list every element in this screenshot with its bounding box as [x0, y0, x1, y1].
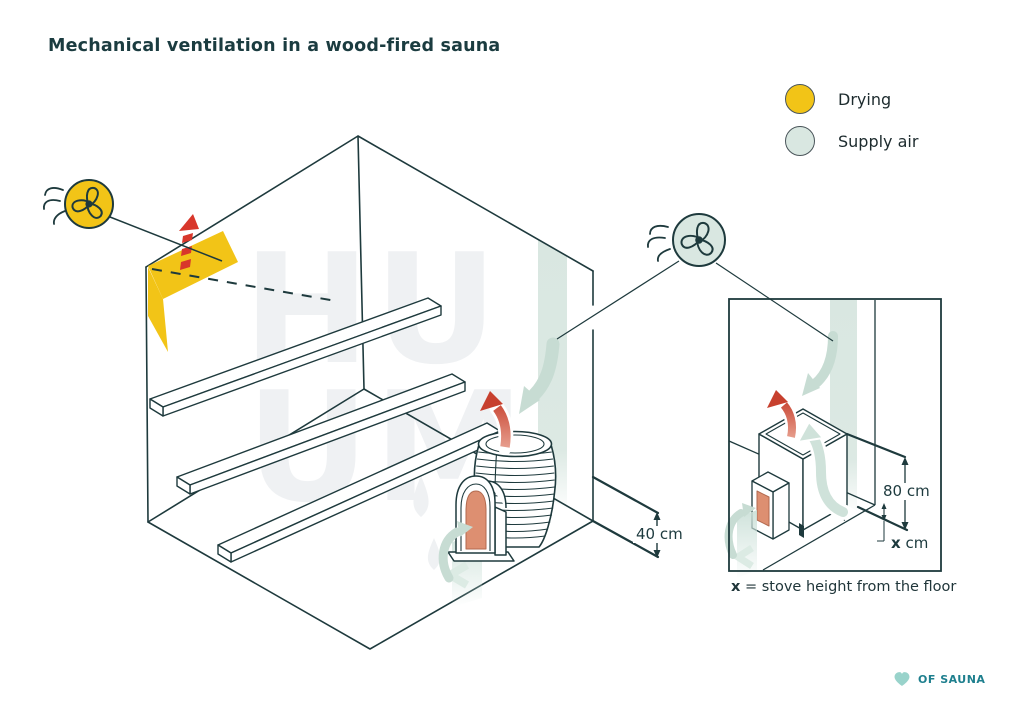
- supply-air-arrow-main: [519, 337, 560, 414]
- inset-detail: [724, 298, 942, 578]
- x-symbol: x: [891, 534, 901, 552]
- caption-text: = stove height from the floor: [740, 579, 957, 595]
- benches: [149, 297, 501, 563]
- bench-bottom: [217, 422, 501, 563]
- supply-band-inset: [737, 510, 757, 578]
- brand-logo: OF SAUNA: [893, 671, 985, 687]
- combustion-air-arrow-main: [438, 521, 473, 583]
- supply-fan-icon: [556, 213, 834, 342]
- inset-caption: x = stove height from the floor: [731, 579, 956, 595]
- drying-fan-icon: [43, 179, 223, 262]
- supply-air-swatch: [785, 126, 815, 156]
- legend-item-supply-air: Supply air: [785, 126, 918, 156]
- supply-chevron-inset: [731, 545, 754, 569]
- supply-air-arrow-inset: [802, 331, 838, 396]
- heart-icon: [894, 672, 910, 686]
- measurement-40cm-label: 40 cm: [633, 526, 686, 543]
- inset-frame: [728, 298, 942, 572]
- drying-vent: [148, 214, 337, 352]
- heat-arrow-main: [480, 391, 514, 455]
- watermark-drop-icon: [413, 476, 441, 570]
- wind-lines: [43, 187, 66, 225]
- x-symbol: x: [731, 579, 741, 595]
- legend-label: Supply air: [838, 131, 919, 151]
- bench-top: [149, 297, 442, 417]
- drying-air-arrow: [179, 214, 199, 270]
- measurement-80cm-label: 80 cm: [880, 483, 933, 500]
- logo-text: OF SAUNA: [918, 672, 986, 686]
- stove: [447, 430, 557, 562]
- stove-door: [447, 475, 515, 562]
- inset-fire-opening: [756, 490, 770, 527]
- measure-40cm: [591, 475, 661, 559]
- measurement-xcm-label: x cm: [888, 534, 932, 552]
- inset-stove-door: [751, 471, 790, 540]
- legend-item-drying: Drying: [785, 84, 891, 114]
- drying-swatch: [785, 84, 815, 114]
- x-unit: cm: [900, 534, 929, 552]
- measure-xcm: [877, 503, 887, 542]
- bench-middle: [176, 373, 466, 495]
- wind-lines: [647, 224, 671, 262]
- legend-label: Drying: [838, 89, 892, 109]
- page-title: Mechanical ventilation in a wood-fired s…: [48, 36, 501, 56]
- stove-fire-opening: [465, 490, 487, 550]
- heat-arrow-inset: [767, 390, 799, 444]
- supply-air-rise-arrow-inset: [796, 420, 851, 520]
